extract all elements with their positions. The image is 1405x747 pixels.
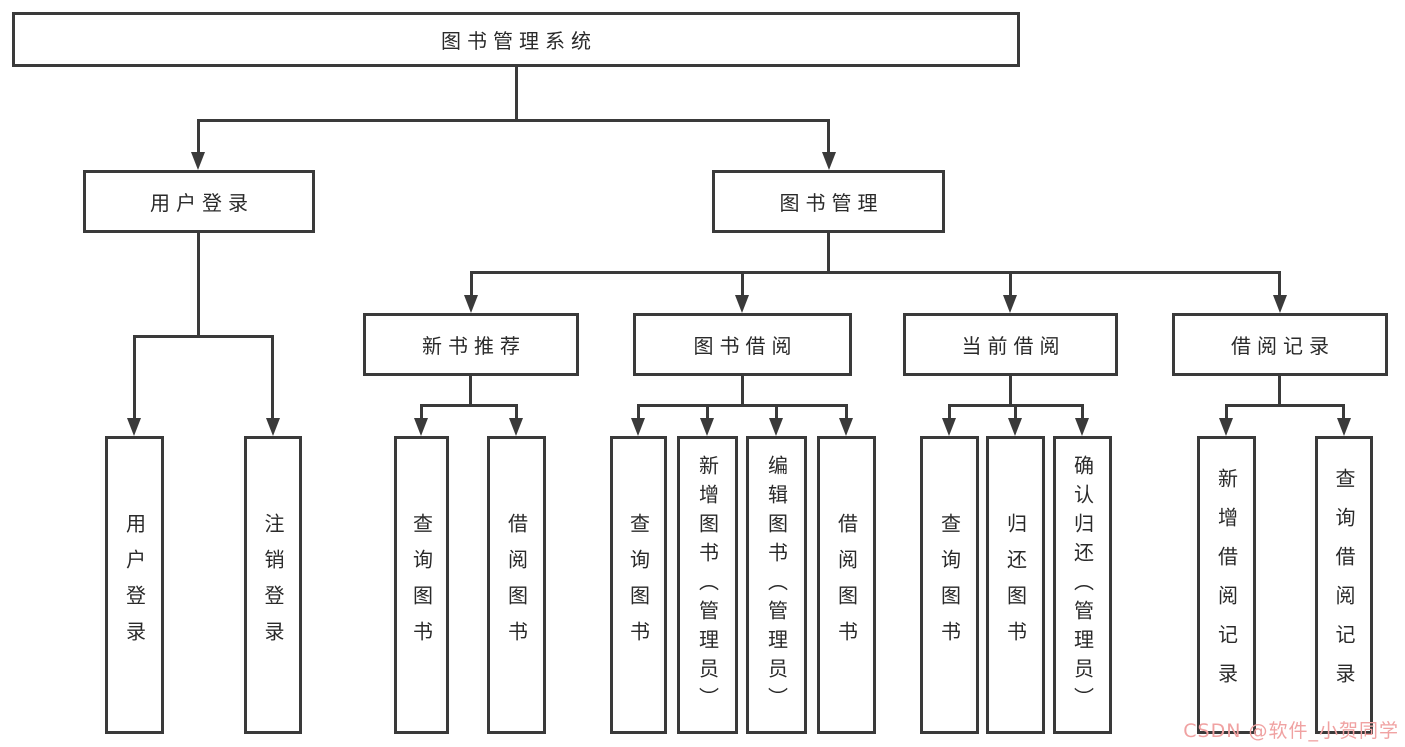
leaf-label: 确认归还（管理员）	[1070, 454, 1095, 716]
arrow-down-icon	[509, 418, 523, 436]
arrow-down-icon	[414, 418, 428, 436]
arrow-down-icon	[735, 295, 749, 313]
arrow-down-icon	[127, 418, 141, 436]
connector-borrow-records-stem	[1278, 376, 1281, 407]
arrow-down-icon	[1219, 418, 1233, 436]
leaf-borrow-books-recommend: 借阅图书	[487, 436, 546, 734]
connector-user-login-stem	[197, 233, 200, 338]
leaf-label: 编辑图书（管理员）	[764, 454, 789, 716]
node-new-book-recommend: 新书推荐	[363, 313, 579, 376]
arrow-down-icon	[942, 418, 956, 436]
connector-stub	[637, 404, 640, 421]
node-label: 借阅记录	[1231, 334, 1335, 358]
node-borrowing-records: 借阅记录	[1172, 313, 1388, 376]
leaf-label: 借阅图书	[834, 513, 859, 657]
leaf-query-books-borrow: 查询图书	[610, 436, 667, 734]
connector-stub	[1014, 404, 1017, 421]
connector-root-bar	[197, 119, 830, 122]
connector-stub	[1278, 271, 1281, 298]
leaf-add-borrow-record: 新增借阅记录	[1197, 436, 1256, 734]
node-label: 图书管理系统	[441, 29, 597, 53]
connector-stub	[197, 119, 200, 155]
leaf-logout: 注销登录	[244, 436, 302, 734]
arrow-down-icon	[191, 152, 205, 170]
leaf-label: 查询借阅记录	[1332, 468, 1356, 702]
connector-stub	[1009, 271, 1012, 298]
leaf-edit-books-admin: 编辑图书（管理员）	[746, 436, 807, 734]
leaf-query-books-current: 查询图书	[920, 436, 979, 734]
node-label: 新书推荐	[422, 334, 526, 358]
leaf-user-login: 用户登录	[105, 436, 164, 734]
watermark: CSDN @软件_小贺同学	[1183, 720, 1399, 742]
connector-stub	[827, 119, 830, 155]
leaf-label: 新增图书（管理员）	[695, 454, 720, 716]
node-current-borrowing: 当前借阅	[903, 313, 1118, 376]
node-label: 图书管理	[779, 191, 884, 215]
arrow-down-icon	[1075, 418, 1089, 436]
connector-stub	[706, 404, 709, 421]
leaf-label: 借阅图书	[504, 513, 529, 657]
connector-stub	[775, 404, 778, 421]
connector-stub	[1081, 404, 1084, 421]
leaf-label: 查询图书	[626, 513, 651, 657]
node-label: 用户登录	[150, 191, 254, 215]
connector-book-mgmt-bar	[470, 271, 1281, 274]
arrow-down-icon	[1003, 295, 1017, 313]
connector-stub	[515, 404, 518, 421]
connector-stub	[470, 271, 473, 298]
node-book-management: 图书管理	[712, 170, 945, 233]
connector-book-borrow-stem	[741, 376, 744, 407]
connector-stub	[420, 404, 423, 421]
connector-borrow-records-bar	[1225, 404, 1345, 407]
leaf-label: 查询图书	[409, 513, 434, 657]
arrow-down-icon	[839, 418, 853, 436]
leaf-add-books-admin: 新增图书（管理员）	[677, 436, 738, 734]
connector-stub	[845, 404, 848, 421]
arrow-down-icon	[1008, 418, 1022, 436]
connector-stub	[948, 404, 951, 421]
connector-book-borrow-bar	[637, 404, 847, 407]
connector-current-borrow-stem	[1009, 376, 1012, 407]
arrow-down-icon	[822, 152, 836, 170]
connector-stub	[741, 271, 744, 298]
arrow-down-icon	[631, 418, 645, 436]
leaf-label: 归还图书	[1003, 513, 1028, 657]
leaf-label: 查询图书	[937, 513, 962, 657]
arrow-down-icon	[1337, 418, 1351, 436]
connector-stub	[1342, 404, 1345, 421]
leaf-label: 注销登录	[261, 513, 285, 657]
connector-new-book-stem	[469, 376, 472, 407]
connector-new-book-bar	[420, 404, 518, 407]
connector-stub	[1225, 404, 1228, 421]
arrow-down-icon	[266, 418, 280, 436]
connector-root-stem	[515, 67, 518, 120]
node-book-borrowing: 图书借阅	[633, 313, 852, 376]
leaf-query-books-recommend: 查询图书	[394, 436, 449, 734]
connector-book-mgmt-stem	[827, 233, 830, 274]
arrow-down-icon	[1273, 295, 1287, 313]
connector-stub	[133, 335, 136, 421]
node-library-management-system: 图书管理系统	[12, 12, 1020, 67]
arrow-down-icon	[464, 295, 478, 313]
node-user-login: 用户登录	[83, 170, 315, 233]
leaf-return-books: 归还图书	[986, 436, 1045, 734]
node-label: 当前借阅	[961, 334, 1066, 358]
arrow-down-icon	[700, 418, 714, 436]
arrow-down-icon	[769, 418, 783, 436]
leaf-query-borrow-record: 查询借阅记录	[1315, 436, 1373, 734]
leaf-borrow-books: 借阅图书	[817, 436, 876, 734]
leaf-label: 用户登录	[122, 513, 147, 657]
node-label: 图书借阅	[693, 334, 798, 358]
connector-user-login-bar	[133, 335, 274, 338]
connector-stub	[271, 335, 274, 421]
leaf-confirm-return-admin: 确认归还（管理员）	[1053, 436, 1112, 734]
leaf-label: 新增借阅记录	[1214, 468, 1239, 702]
